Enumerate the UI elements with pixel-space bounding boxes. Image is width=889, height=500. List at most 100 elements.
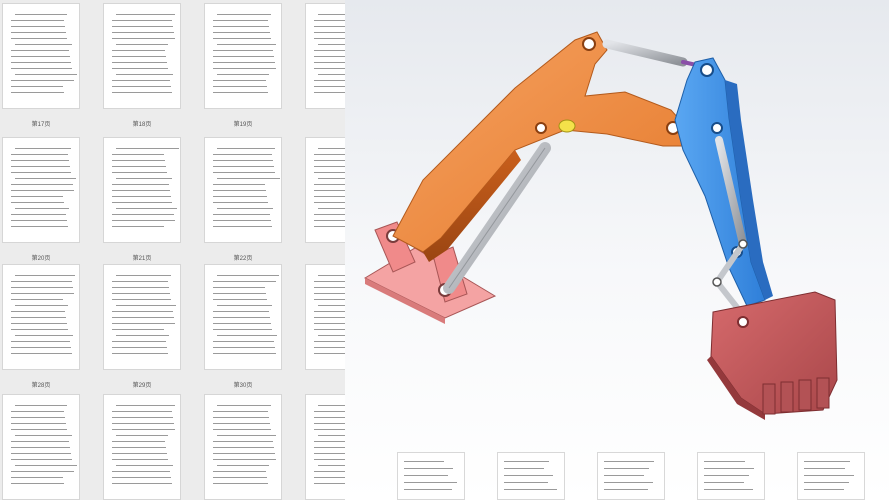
text-line (314, 214, 345, 215)
text-line (314, 56, 345, 57)
page-thumbnail[interactable] (103, 264, 181, 370)
page-label: 第30页 (233, 383, 253, 389)
text-line (314, 317, 345, 318)
text-line (112, 323, 175, 324)
text-line (11, 172, 71, 173)
text-line (314, 226, 345, 227)
text-line (213, 477, 267, 478)
page-thumbnail[interactable] (2, 3, 80, 109)
text-line (314, 347, 345, 348)
text-line (504, 461, 549, 462)
text-line (112, 353, 168, 354)
text-line (213, 311, 269, 312)
text-line (404, 489, 452, 490)
text-line (11, 281, 72, 282)
text-line (314, 281, 345, 282)
text-line (15, 208, 69, 209)
text-line (604, 461, 654, 462)
page-thumbnail[interactable] (797, 452, 865, 500)
text-line (314, 160, 345, 161)
text-line (213, 172, 275, 173)
text-line (11, 447, 70, 448)
page-label: 第19页 (233, 122, 253, 128)
text-line (11, 154, 68, 155)
text-line (213, 471, 266, 472)
text-line (11, 287, 73, 288)
text-line (116, 208, 177, 209)
text-line (11, 299, 63, 300)
text-line (213, 154, 272, 155)
text-line (11, 411, 64, 412)
page-thumbnail[interactable] (204, 137, 282, 243)
boom-cylinder[interactable] (443, 142, 551, 294)
page-thumbnail[interactable] (204, 3, 282, 109)
text-line (11, 429, 67, 430)
text-line (11, 62, 71, 63)
text-line (314, 471, 345, 472)
page-thumbnail[interactable] (2, 264, 80, 370)
text-line (112, 411, 172, 412)
text-line (318, 178, 345, 179)
text-line (314, 483, 345, 484)
page-thumbnail[interactable] (497, 452, 565, 500)
text-line (213, 80, 266, 81)
text-line (213, 62, 275, 63)
text-line (217, 435, 276, 436)
text-line (116, 14, 175, 15)
text-line (318, 14, 345, 15)
text-line (11, 226, 68, 227)
text-line (213, 317, 270, 318)
text-line (11, 190, 74, 191)
arm-cylinder[interactable] (602, 39, 703, 68)
text-line (11, 293, 74, 294)
page-thumbnail[interactable] (103, 137, 181, 243)
text-line (314, 166, 345, 167)
page-thumbnail[interactable] (204, 394, 282, 500)
text-line (314, 353, 345, 354)
text-line (15, 44, 72, 45)
text-line (11, 196, 63, 197)
page-thumbnail[interactable] (305, 264, 345, 370)
page-thumbnail[interactable] (2, 137, 80, 243)
text-line (11, 184, 73, 185)
page-thumbnail[interactable] (305, 3, 345, 109)
text-line (213, 341, 274, 342)
text-line (112, 441, 165, 442)
page-thumbnail[interactable] (305, 137, 345, 243)
text-line (11, 26, 65, 27)
text-line (604, 482, 653, 483)
page-thumbnail[interactable] (2, 394, 80, 500)
text-line (11, 86, 63, 87)
bucket[interactable] (707, 291, 838, 420)
page-thumbnail[interactable] (697, 452, 765, 500)
text-line (11, 38, 67, 39)
text-line (314, 293, 345, 294)
text-line (112, 20, 172, 21)
text-line (504, 489, 557, 490)
text-line (704, 461, 745, 462)
text-line (704, 482, 744, 483)
page-thumbnail[interactable] (103, 3, 181, 109)
text-line (112, 447, 166, 448)
text-line (112, 86, 171, 87)
text-line (112, 287, 169, 288)
text-line (213, 56, 274, 57)
page-thumbnail[interactable] (597, 452, 665, 500)
text-line (318, 148, 345, 149)
text-line (11, 92, 64, 93)
text-line (15, 178, 76, 179)
text-line (213, 293, 266, 294)
page-thumbnail[interactable] (204, 264, 282, 370)
page-thumbnail[interactable] (397, 452, 465, 500)
text-line (804, 475, 854, 476)
text-line (213, 220, 271, 221)
text-line (213, 353, 276, 354)
page-thumbnail[interactable] (103, 394, 181, 500)
text-line (314, 423, 345, 424)
text-line (213, 447, 274, 448)
cad-3d-viewport[interactable] (345, 0, 889, 500)
page-thumbnail[interactable] (305, 394, 345, 500)
text-line (404, 468, 453, 469)
text-line (11, 453, 71, 454)
page-label: 第17页 (31, 122, 51, 128)
